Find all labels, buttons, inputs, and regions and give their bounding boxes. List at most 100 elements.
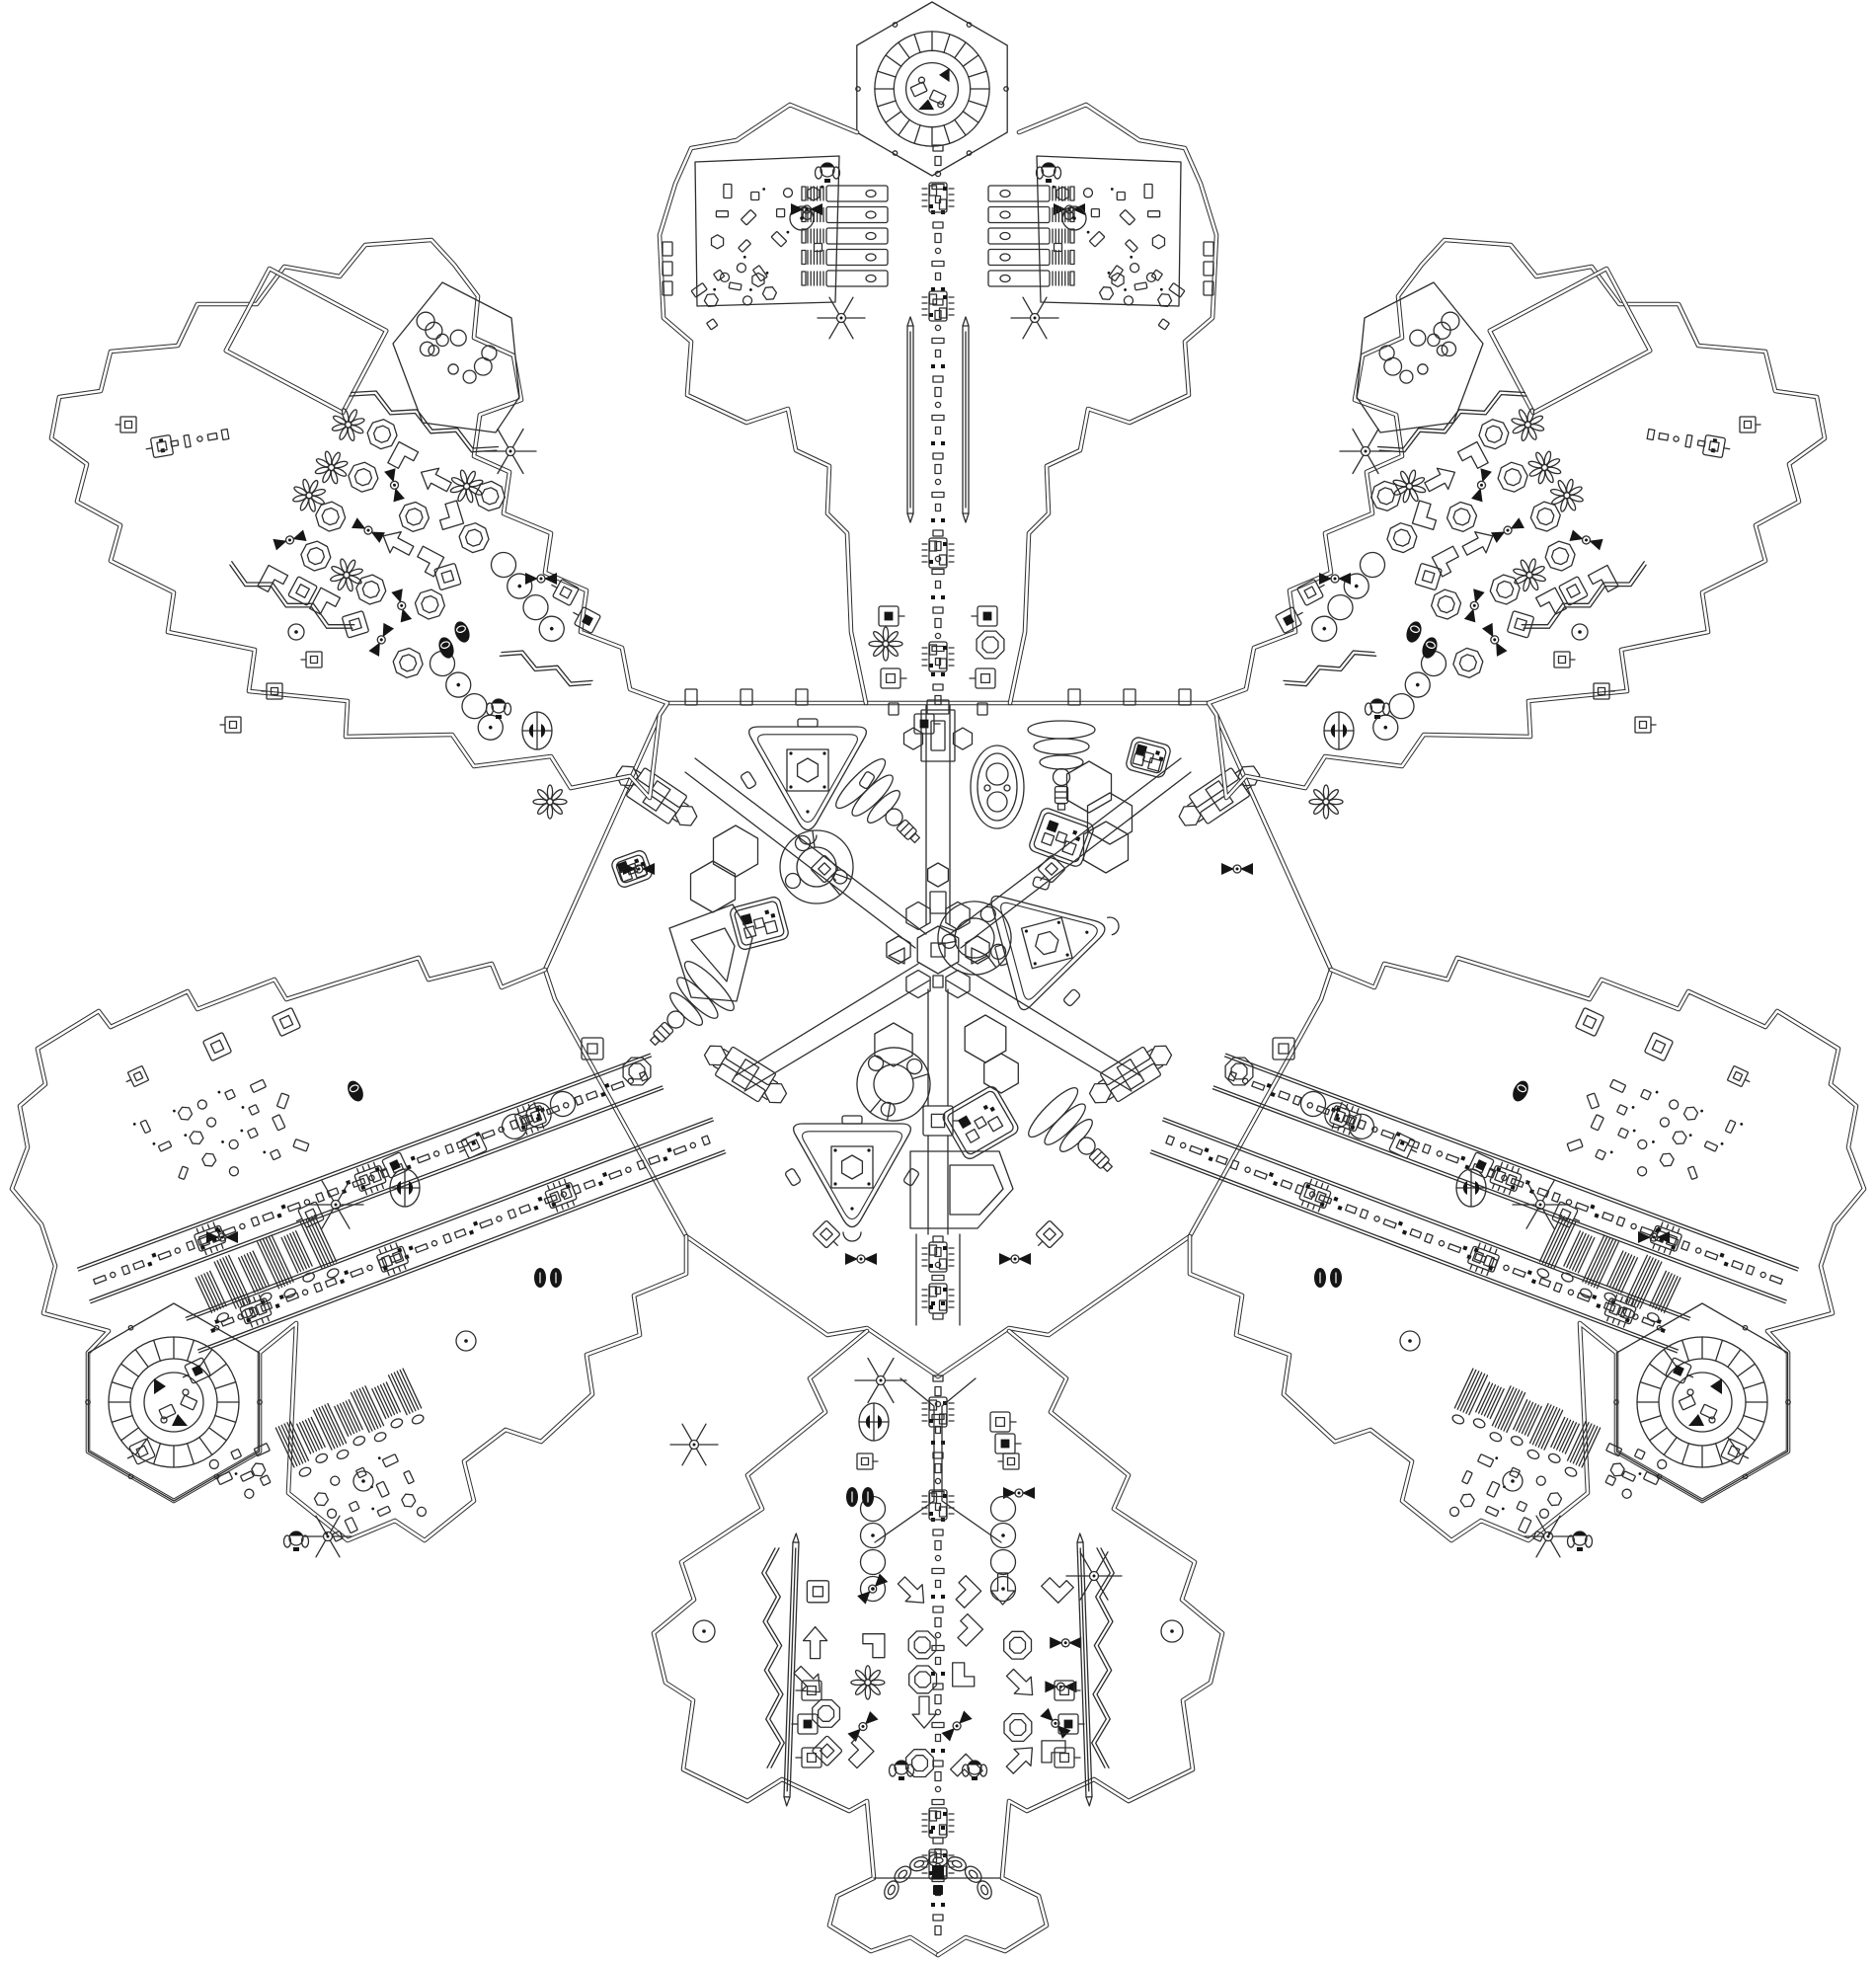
conveyor-chain (158, 428, 230, 453)
cargo-pods (989, 1495, 1017, 1603)
cargo-panel (730, 896, 789, 951)
arm-south (651, 1328, 1225, 1958)
turbine-fan-icon (1524, 1515, 1573, 1558)
propeller-icon (1319, 573, 1351, 585)
console-icon (1739, 416, 1761, 433)
interior-wall (949, 757, 1192, 949)
hull-wall (657, 102, 869, 706)
equipment-field (1370, 408, 1619, 678)
interior-wall (1356, 281, 1484, 433)
hull-wall (935, 1328, 1225, 1958)
arm-southeast (1149, 955, 1867, 1558)
gauge-icon (1455, 1168, 1487, 1208)
interior-wall (941, 1377, 1002, 1543)
interior-wall (925, 704, 951, 925)
pod-icon (348, 1080, 363, 1102)
turbine-ring-platform (1613, 1302, 1791, 1502)
cargo-pods (490, 551, 565, 642)
block (977, 702, 988, 716)
furniture-cluster (1566, 1078, 1744, 1180)
rail-track (783, 1532, 800, 1807)
circular-pad (455, 1330, 477, 1352)
junction-box (379, 1151, 409, 1179)
interior-wall (668, 903, 753, 1002)
conveyor-chain (921, 1235, 955, 1320)
hex-platform (902, 727, 974, 888)
block (662, 241, 673, 257)
block (1123, 688, 1136, 706)
crew-figure-icon (282, 1531, 310, 1551)
console-icon (1553, 651, 1576, 668)
furniture-cluster (132, 1078, 310, 1180)
block (1178, 688, 1192, 706)
interior-wall (694, 155, 840, 307)
block (684, 688, 698, 706)
cargo-pods (1311, 551, 1386, 642)
serrated-wall (1091, 1547, 1115, 1768)
cargo-pods (429, 650, 504, 741)
circular-pad (287, 623, 305, 641)
junction-box (145, 434, 174, 458)
circular-pad (1571, 623, 1589, 641)
junction-box (1275, 606, 1303, 634)
cargo-panel (1126, 737, 1171, 778)
propeller-icon (845, 1253, 877, 1265)
junction-box (1054, 1680, 1081, 1701)
junction-box (1038, 855, 1065, 883)
turbine-fan-icon (1065, 1551, 1123, 1601)
turbine-fan-icon (1339, 428, 1392, 475)
conveyor-chain (921, 1374, 955, 1936)
crew-figure-icon (1035, 162, 1062, 183)
propeller-icon (623, 863, 655, 875)
crew-figure-icon (961, 1760, 988, 1780)
interior-wall (734, 963, 930, 1092)
radiator-banks (195, 1215, 340, 1323)
cargo-pods (1372, 650, 1447, 741)
junction-box (295, 1201, 325, 1228)
conveyor-chain (1646, 428, 1718, 453)
interior-wall (909, 1150, 1014, 1229)
block (1203, 280, 1214, 296)
gauge-icon (1323, 711, 1355, 750)
cargo-pods (501, 1090, 577, 1139)
console-icon (115, 416, 137, 433)
console-icon (997, 1453, 1020, 1470)
junction-box (1720, 1438, 1750, 1465)
block (930, 720, 946, 751)
circular-pad (1502, 1470, 1524, 1492)
turbine-fan-icon (1512, 1180, 1569, 1229)
junction-box (1388, 1132, 1418, 1159)
equipment-field (257, 408, 506, 678)
block (888, 702, 899, 716)
airlock-gate (703, 1045, 788, 1104)
access-hatch-icon (202, 1032, 232, 1061)
junction-box (1036, 1220, 1063, 1248)
hub-mirrored (532, 688, 1192, 1603)
triangle-bay (990, 876, 1120, 1011)
console-icon (1593, 682, 1615, 700)
airlock-gate (1178, 765, 1261, 826)
bubble-field (416, 311, 498, 384)
access-hatch-icon (581, 1037, 604, 1060)
cargo-panel (1029, 808, 1094, 867)
gauge-icon (389, 1168, 421, 1208)
furniture-cluster (1052, 183, 1166, 288)
propeller-icon (1003, 1487, 1035, 1499)
central-junction (886, 901, 990, 999)
block (662, 280, 673, 296)
gauge-icon (521, 711, 553, 750)
block (920, 709, 956, 762)
bunk-modules (801, 185, 889, 287)
ring-chamber (937, 901, 1012, 976)
hull-wall (48, 237, 670, 801)
crew-figure-icon (485, 698, 512, 719)
junction-box (969, 667, 996, 689)
junction-box (573, 606, 601, 634)
console-icon (261, 682, 283, 700)
junction-box (795, 1747, 822, 1768)
propeller-icon (999, 1253, 1031, 1265)
access-hatch-icon (1272, 1037, 1295, 1060)
triangle-bay (785, 1115, 919, 1242)
bunk-modules (987, 185, 1075, 287)
transit-line (1149, 1117, 1691, 1354)
